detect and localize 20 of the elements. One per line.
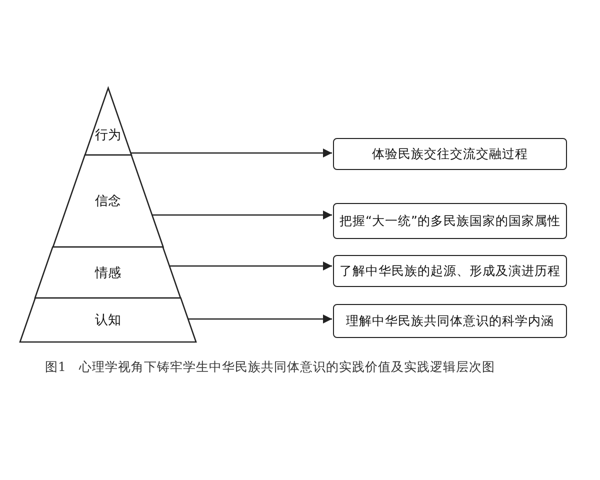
figure-caption: 图1 心理学视角下铸牢学生中华民族共同体意识的实践价值及实践逻辑层次图 [45,359,496,376]
pyramid-layer [35,247,181,298]
arrow [130,148,332,158]
description-box [333,255,567,287]
box-text: 体验民族交往交流交融过程 [372,146,528,162]
arrow [170,261,332,271]
pyramid-layer [20,298,196,342]
description-box [333,203,567,239]
layer-label: 认知 [94,312,121,329]
arrow [188,314,332,324]
pyramid-layer [84,88,132,155]
box-text: 理解中华民族共同体意识的科学内涵 [346,312,554,330]
arrow [152,210,332,220]
layer-label: 信念 [94,193,121,210]
layer-label: 情感 [94,264,121,282]
description-box [333,138,567,170]
box-text: 了解中华民族的起源、形成及演进历程 [340,262,560,280]
box-text: 把握“大一统”的多民族国家的国家属性 [340,212,560,230]
description-box [333,304,567,338]
layer-label: 行为 [94,126,121,144]
